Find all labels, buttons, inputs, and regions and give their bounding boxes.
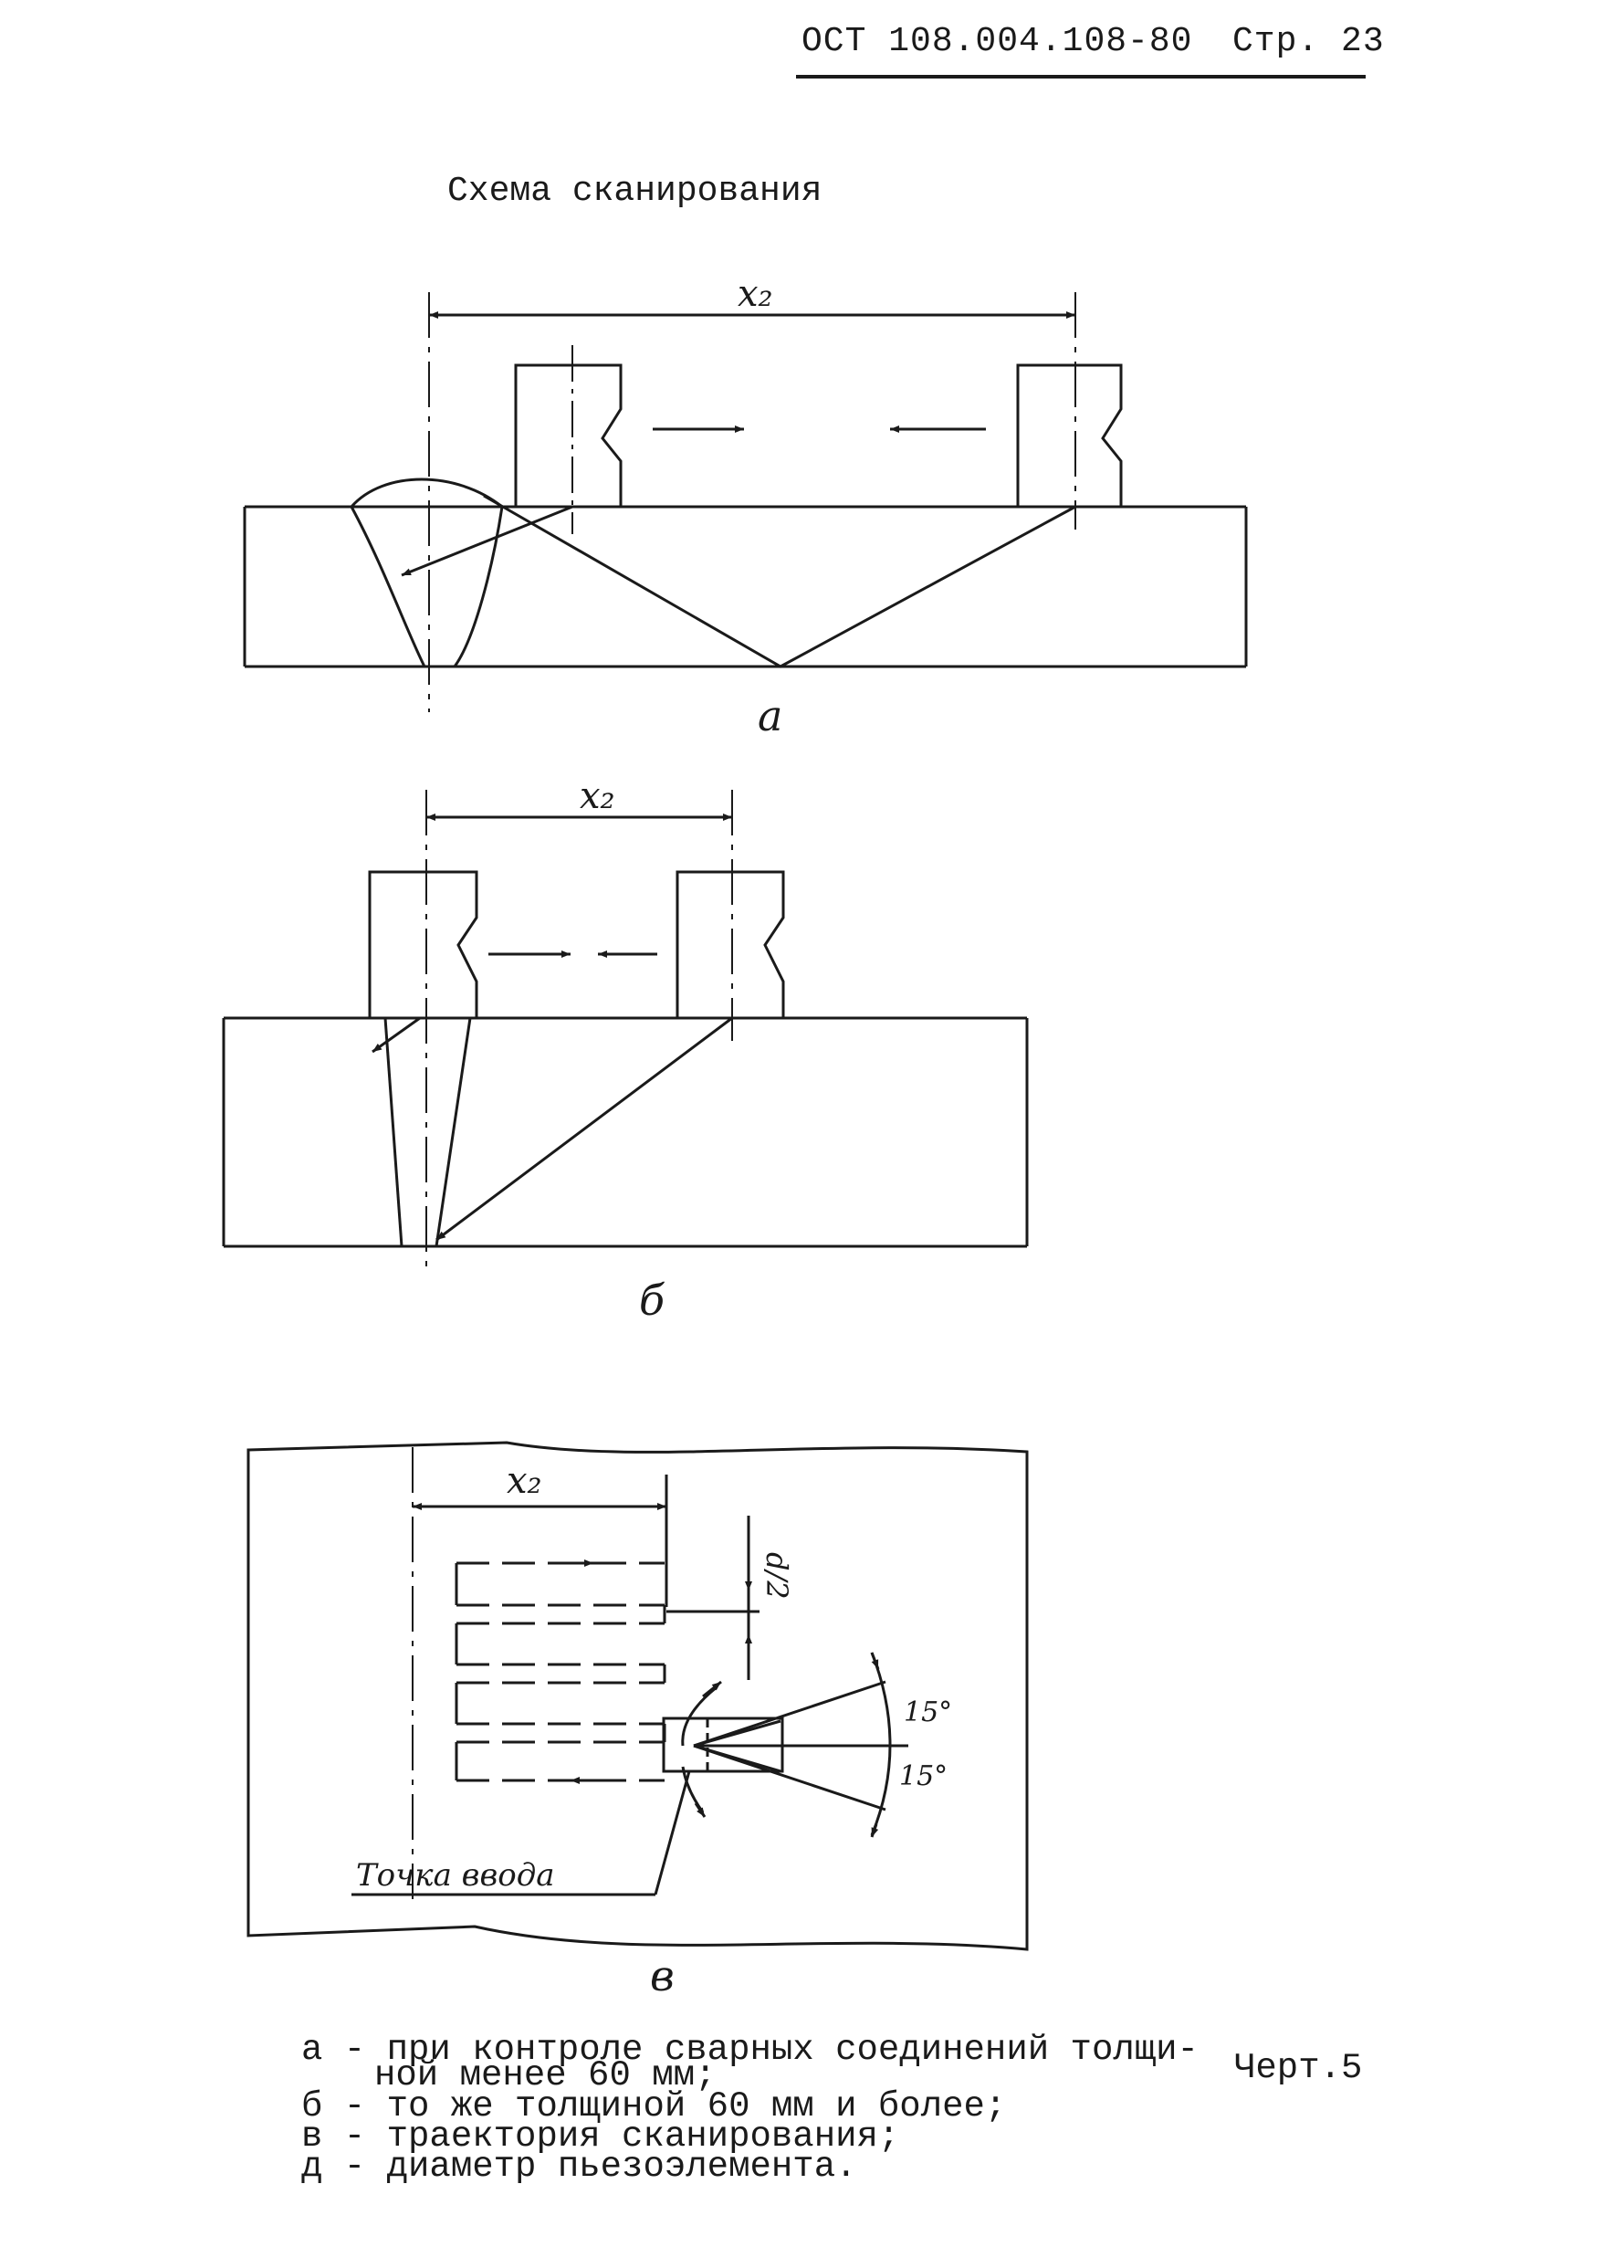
legend-line-3: б - то же толщиной 60 мм и более; [301,2086,1007,2126]
fig-b-dim-label: x₂ [580,775,615,817]
figure-number: Черт.5 [1234,2048,1363,2088]
scanning-scheme-drawing: x₂ а x₂ б x₂ d/2 15° 15° Точка ввода в [222,273,1248,2000]
legend-line-4: в - траектория сканирования; [301,2116,900,2157]
fig-c-angle-top: 15° [904,1696,952,1728]
page-number: Стр. 23 [1232,22,1385,61]
fig-c-caption: в [650,1951,675,2000]
header-rule [796,75,1366,79]
fig-c-entry-point-label: Точка ввода [356,1857,555,1894]
figure-title: Схема сканирования [447,172,822,211]
figure-b [222,790,1029,1274]
legend-line-2: ной менее 60 мм; [374,2055,717,2095]
fig-c-dim-label: x₂ [507,1460,542,1502]
legend-line-1: а - при контроле сварных соединений толщ… [301,2030,1199,2070]
fig-a-caption: а [758,691,782,740]
fig-c-angle-bottom: 15° [899,1760,948,1792]
fig-a-dim-label: x₂ [738,273,773,315]
legend-line-5: д - диаметр пьезоэлемента. [301,2147,857,2187]
figure-a [243,292,1248,712]
fig-b-caption: б [639,1276,665,1325]
figure-c [246,1441,1029,1951]
fig-c-half-d-label: d/2 [760,1552,794,1600]
document-number: ОСТ 108.004.108-80 [802,22,1193,61]
